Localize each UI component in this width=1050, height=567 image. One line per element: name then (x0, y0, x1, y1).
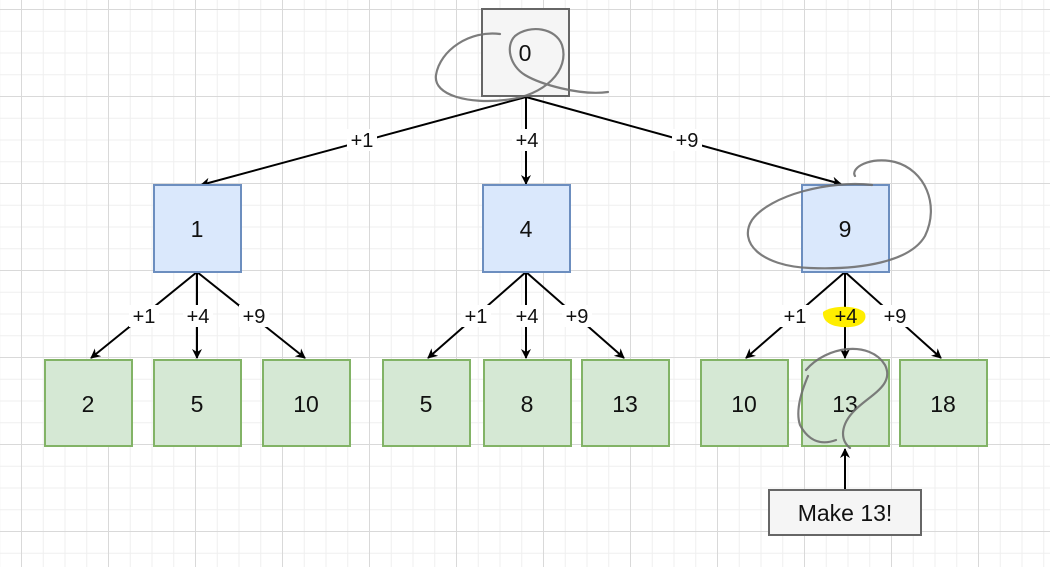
edge-label-4-to-13: +9 (566, 306, 589, 328)
node-level2: 2 (44, 359, 133, 447)
node-level2: 5 (382, 359, 471, 447)
node-level2: 10 (700, 359, 789, 447)
edge-label-4-to-8: +4 (516, 306, 539, 328)
node-root: 0 (481, 8, 570, 97)
node-level1: 9 (801, 184, 890, 273)
node-level1-label: 9 (839, 216, 852, 242)
callout-label: Make 13! (798, 500, 893, 526)
edge-label-1-to-2: +1 (133, 306, 156, 328)
node-level2-label: 18 (930, 391, 956, 417)
node-level2: 18 (899, 359, 988, 447)
node-level2-label: 13 (612, 391, 638, 417)
level2-nodes: 2 5 10 5 8 13 10 13 (44, 359, 988, 447)
edge-label-4-to-5: +1 (465, 306, 488, 328)
handwritten-annotations (434, 27, 932, 450)
scribble-circle-node-9 (746, 159, 932, 270)
edge-labels-root: +1 +4 +9 (347, 129, 702, 152)
edge-label-1-to-10: +9 (243, 306, 266, 328)
node-level1: 4 (482, 184, 571, 273)
node-level2: 8 (483, 359, 572, 447)
edge-labels-level2: +1 +4 +9 +1 +4 +9 +1 +4 +9 (129, 305, 910, 328)
edge-label-9-to-10: +1 (784, 306, 807, 328)
edge-label-root-to-9: +9 (676, 130, 699, 152)
node-root-label: 0 (519, 40, 532, 66)
edge-label-1-to-5: +4 (187, 306, 210, 328)
node-level2-label: 5 (191, 391, 204, 417)
node-level2: 13 (581, 359, 670, 447)
node-level2-label: 8 (521, 391, 534, 417)
scribble-question-mark (797, 347, 889, 450)
edge-label-9-to-13: +4 (835, 306, 858, 328)
node-level2-label: 2 (82, 391, 95, 417)
edge-label-root-to-1: +1 (351, 130, 374, 152)
level1-nodes: 1 4 9 (153, 184, 890, 273)
node-level2: 13 (801, 359, 890, 447)
node-level1-label: 4 (520, 216, 533, 242)
callout-box: Make 13! (768, 489, 922, 536)
node-level2-label: 10 (293, 391, 319, 417)
node-level2-label: 5 (420, 391, 433, 417)
edge-label-root-to-4: +4 (516, 130, 539, 152)
node-level1: 1 (153, 184, 242, 273)
node-level1-label: 1 (191, 216, 204, 242)
highlighter-mark (822, 306, 866, 328)
node-level2-label: 10 (731, 391, 757, 417)
node-level2: 10 (262, 359, 351, 447)
edge-label-9-to-18: +9 (884, 306, 907, 328)
node-level2-label: 13 (832, 391, 858, 417)
scribble-circle-root (434, 27, 610, 103)
node-level2: 5 (153, 359, 242, 447)
